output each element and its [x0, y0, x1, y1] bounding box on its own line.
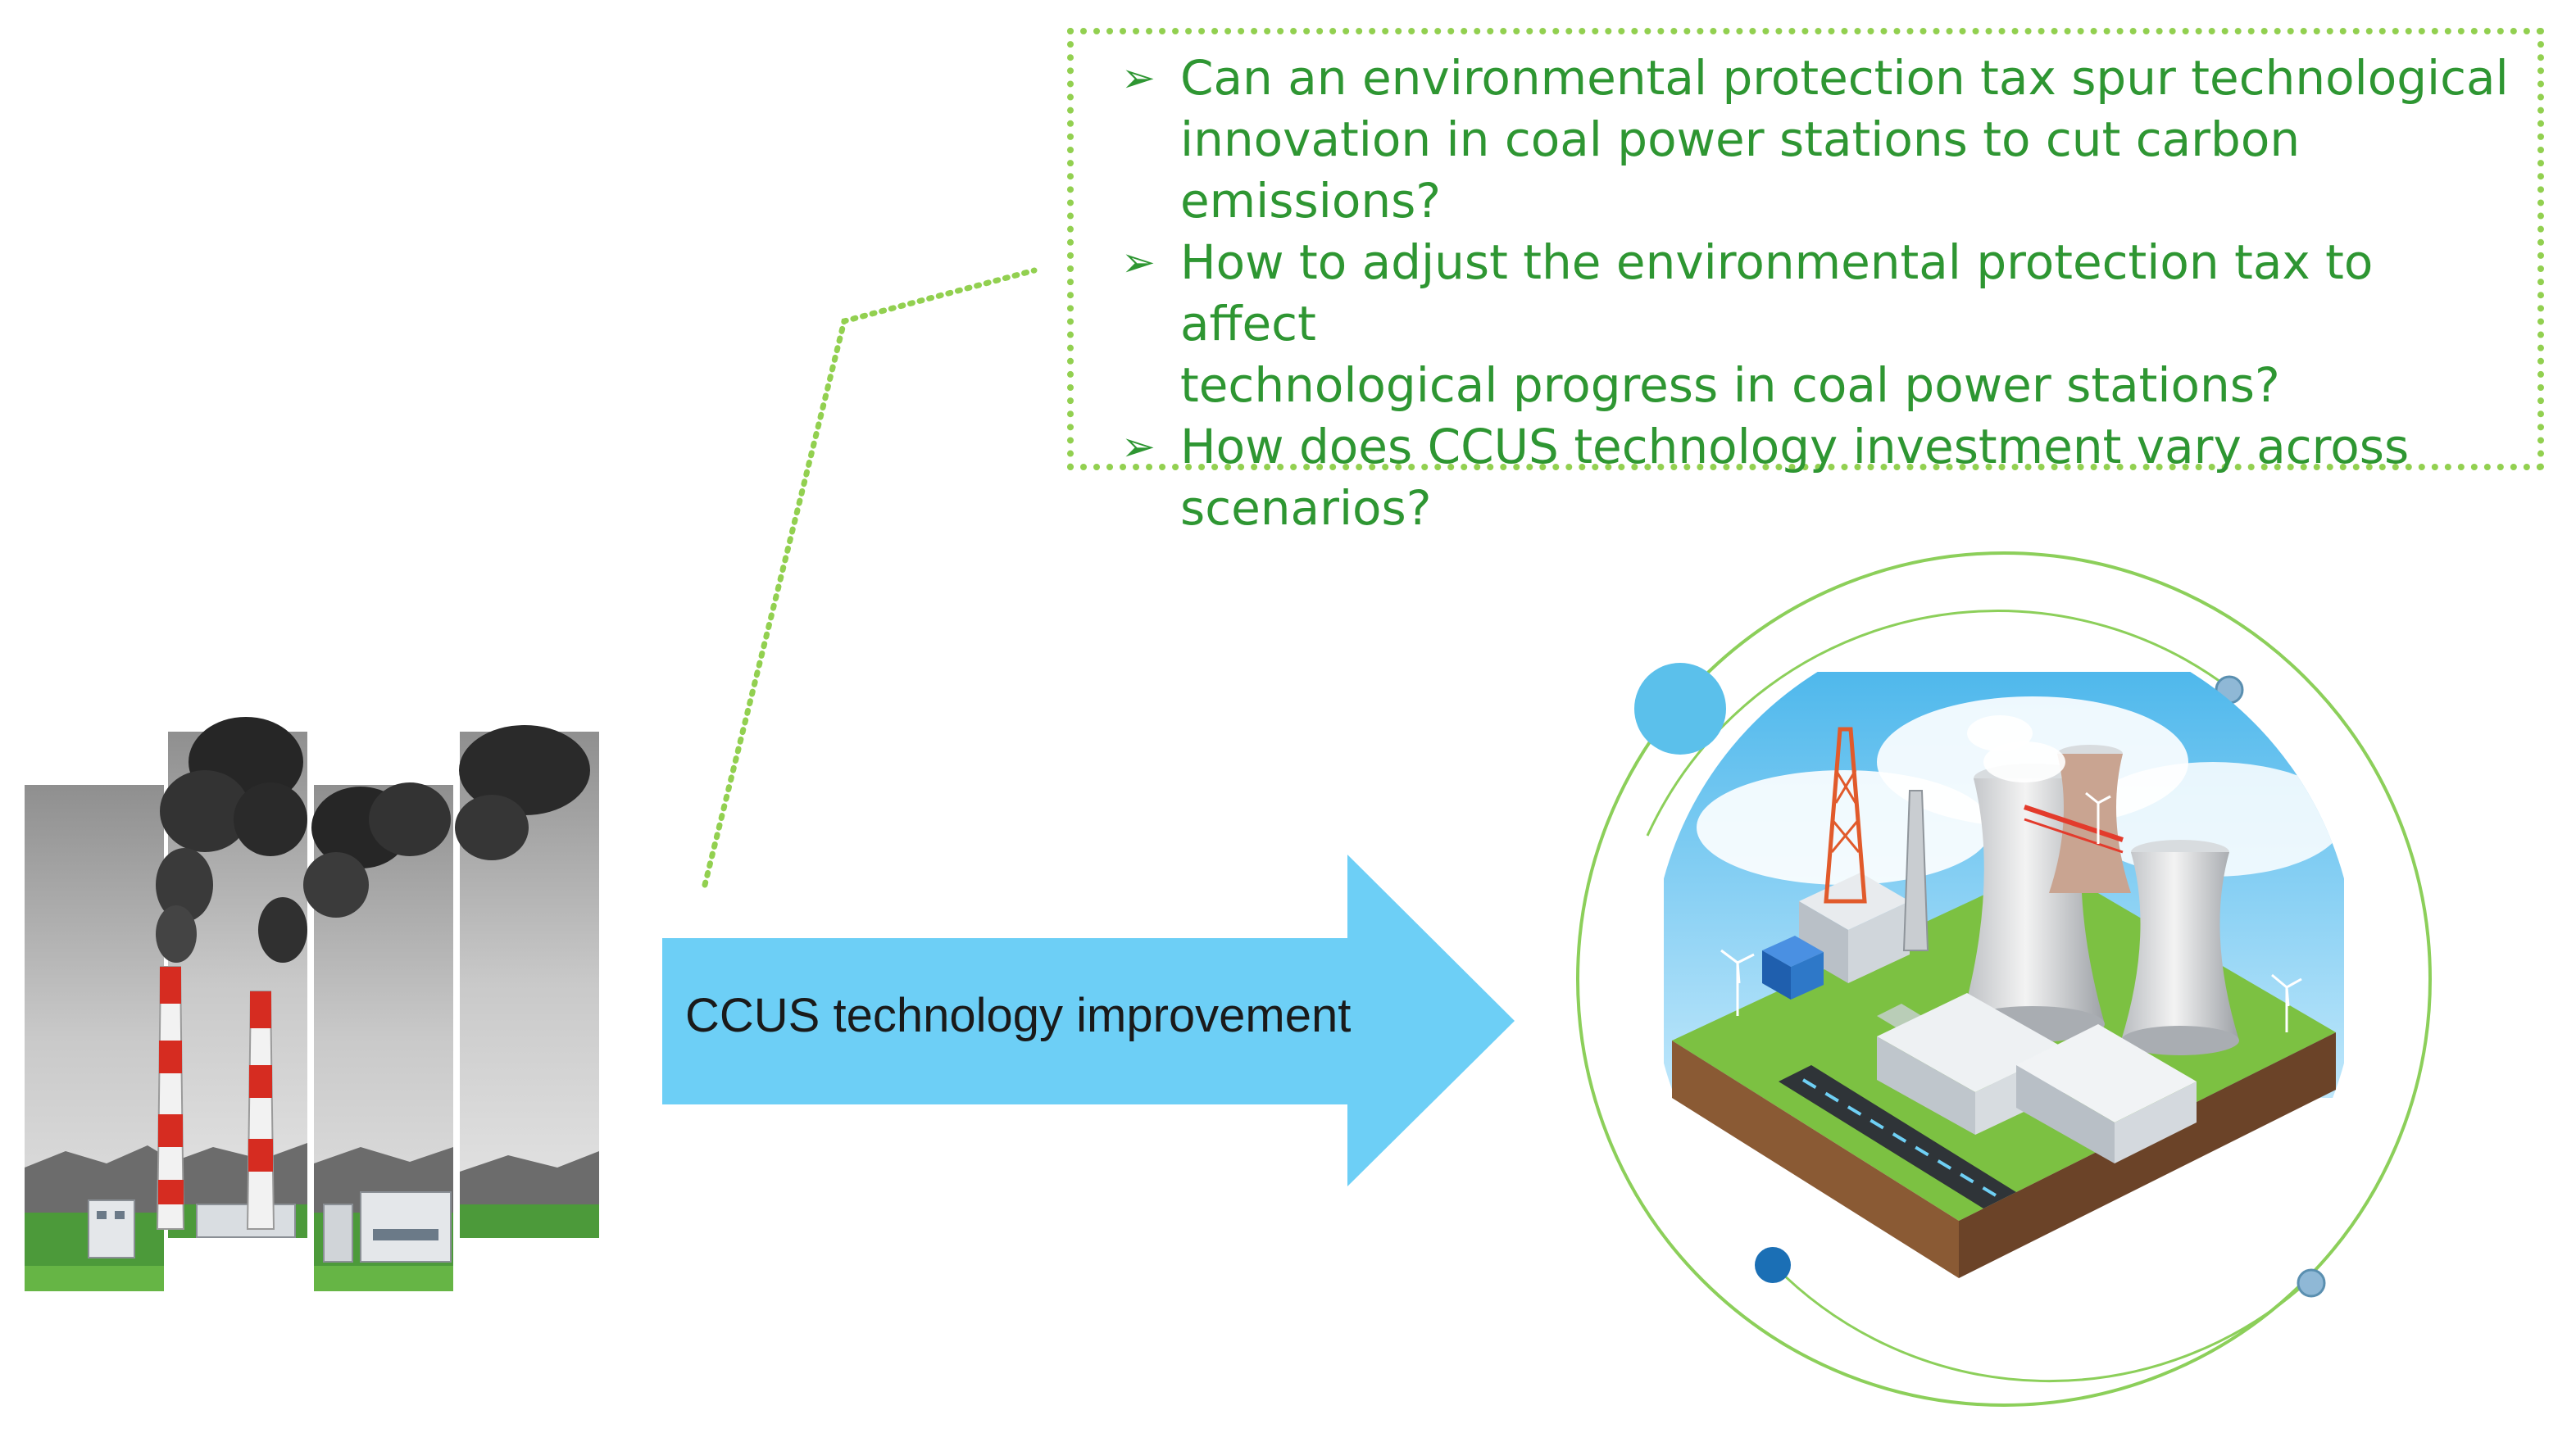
inner-arc-bottom — [1773, 1264, 2313, 1383]
wind-turbine-left — [1720, 949, 1755, 1016]
arrow-label: CCUS technology improvement — [685, 989, 1352, 1042]
ring-dot-bottom-right — [2297, 1268, 2326, 1298]
plant-panel-2 — [156, 717, 307, 1238]
question-3-line-1: How does CCUS technology investment vary… — [1180, 419, 2410, 474]
question-item-1: ➢ Can an environmental protection tax sp… — [1115, 48, 2518, 232]
plant-panel-1 — [25, 785, 164, 1291]
question-3-line-2: scenarios? — [1180, 480, 1432, 536]
outer-ring — [1576, 551, 2432, 1407]
wind-turbine-top — [2085, 791, 2111, 844]
question-item-2: ➢ How to adjust the environmental protec… — [1115, 232, 2518, 416]
question-2-line-1: How to adjust the environmental protecti… — [1180, 234, 2374, 351]
question-2-line-2: technological progress in coal power sta… — [1180, 357, 2280, 413]
dotted-connector-line — [702, 267, 1038, 888]
clean-power-plant-illustration — [1576, 551, 2432, 1407]
island-side-left — [1672, 1041, 1959, 1278]
cooling-tower-back — [2049, 745, 2131, 893]
technology-improvement-arrow — [662, 855, 1515, 1186]
arrow-bullet-icon: ➢ — [1121, 423, 1156, 470]
arrow-bullet-icon: ➢ — [1121, 238, 1156, 286]
lattice-tower — [1824, 727, 1867, 904]
ring-dot-large — [1634, 663, 1726, 755]
ring-dot-bottom-left — [1755, 1247, 1791, 1283]
chimney-2 — [246, 897, 307, 1230]
island-side-right — [1959, 1032, 2336, 1278]
plant-panel-4 — [455, 725, 599, 1238]
question-item-3: ➢ How does CCUS technology investment va… — [1115, 416, 2518, 539]
question-1-line-2: innovation in coal power stations to cut… — [1180, 111, 2301, 167]
research-questions-list: ➢ Can an environmental protection tax sp… — [1115, 48, 2518, 539]
research-questions-box: ➢ Can an environmental protection tax sp… — [1067, 28, 2544, 536]
wind-turbine-right — [2271, 973, 2302, 1032]
cooling-tower-right — [2121, 840, 2239, 1055]
question-1-line-3: emissions? — [1180, 173, 1442, 229]
question-1-line-1: Can an environmental protection tax spur… — [1180, 50, 2509, 106]
arrow-bullet-icon: ➢ — [1121, 54, 1156, 102]
polluting-coal-plant-image — [25, 717, 599, 1291]
plant-panel-3 — [303, 782, 453, 1291]
